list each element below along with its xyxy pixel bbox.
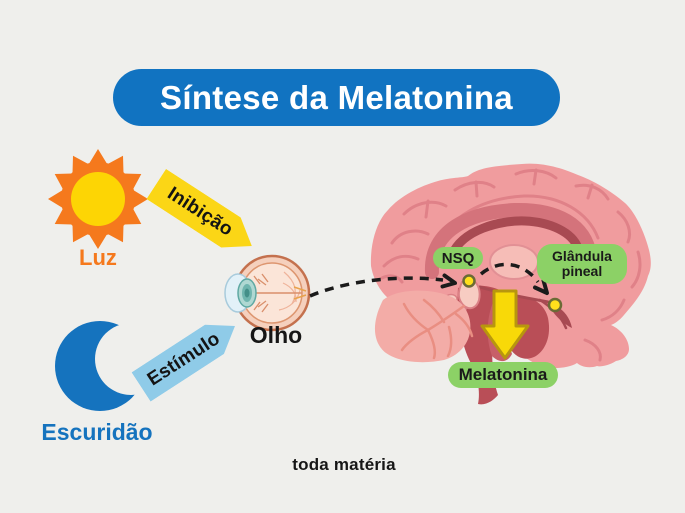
nsq-label: NSQ — [441, 249, 475, 267]
nsq-dot — [462, 274, 476, 288]
melatonin-release-arrow — [480, 289, 530, 360]
signal-arrow-eye-to-nsq — [309, 273, 457, 298]
sun-icon — [48, 149, 148, 249]
page-title-text: Síntese da Melatonina — [160, 78, 513, 116]
melatonin-badge: Melatonina — [448, 362, 558, 388]
pineal-gland-label: Glândula pineal — [552, 247, 612, 279]
eye-illustration — [224, 254, 311, 332]
ciliary-fibers — [253, 273, 269, 313]
darkness-label: Escuridão — [41, 419, 153, 445]
signal-arrow-nsq-to-pineal — [479, 262, 549, 295]
cerebellum-branches — [400, 298, 474, 360]
eye-label: Olho — [249, 322, 303, 348]
pineal-gland-badge: Glândula pineal — [537, 244, 627, 284]
brand-logo: toda matéria — [292, 455, 396, 474]
pineal-dot — [547, 297, 563, 313]
page-title: Síntese da Melatonina — [113, 69, 560, 126]
light-label: Luz — [79, 245, 117, 270]
nsq-badge: NSQ — [433, 247, 483, 269]
melatonin-label: Melatonina — [458, 365, 548, 384]
